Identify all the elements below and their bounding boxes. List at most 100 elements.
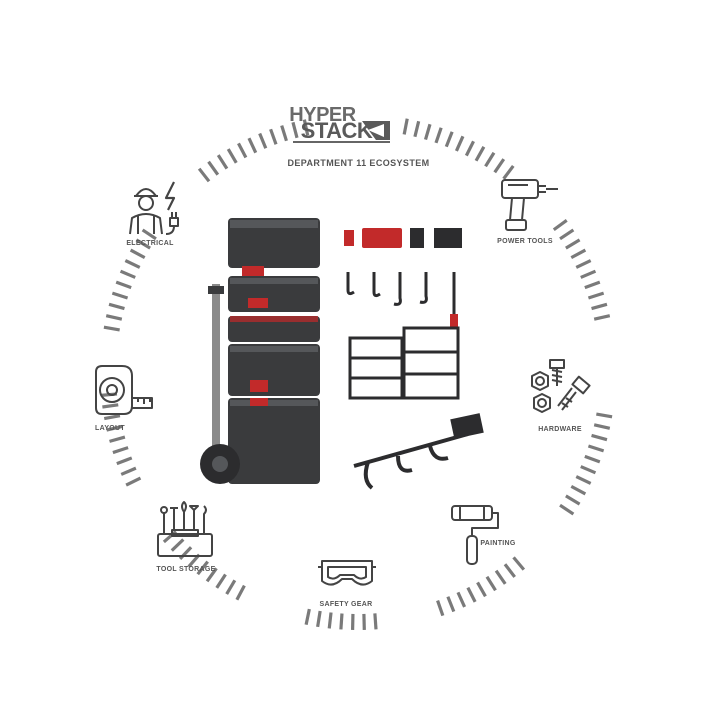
ring-dash: [456, 591, 467, 608]
ring-dash: [580, 269, 597, 279]
ring-dash: [216, 154, 229, 170]
ring-dash: [434, 127, 443, 144]
ring-dash: [304, 608, 311, 626]
ring-dash: [484, 151, 496, 168]
ring-dash: [587, 444, 605, 453]
ring-dash: [494, 569, 507, 585]
hardware-icon: [531, 359, 591, 413]
ring-dash: [119, 269, 136, 279]
ring-dash: [120, 466, 137, 476]
ring-dash: [575, 259, 592, 269]
ring-dash: [423, 123, 432, 141]
ring-dash: [103, 325, 120, 332]
ring-dash: [197, 167, 211, 183]
ring-dash: [485, 575, 497, 592]
box-4: [228, 344, 320, 396]
ring-dash: [316, 610, 322, 628]
ring-dash: [454, 135, 465, 152]
ring-dash: [503, 563, 516, 578]
ring-dash: [269, 128, 278, 145]
category-label-safety-gear: SAFETY GEAR: [319, 601, 373, 608]
ring-dash: [584, 280, 601, 290]
category-label-electrical: ELECTRICAL: [126, 240, 174, 247]
ring-dash: [116, 456, 133, 466]
ring-dash: [205, 567, 218, 583]
ring-dash: [402, 118, 409, 135]
ring-dash: [502, 164, 515, 180]
ring-dash: [575, 475, 592, 485]
ring-dash: [280, 125, 288, 142]
ring-dash: [565, 238, 581, 250]
ring-dash: [247, 137, 258, 154]
ring-dash: [570, 484, 587, 496]
category-label-power-tools: POWER TOOLS: [497, 238, 553, 245]
ring-dash: [170, 538, 185, 552]
category-label-painting: PAINTING: [480, 540, 516, 547]
logo-underline: [293, 141, 390, 143]
ring-dash: [115, 280, 132, 290]
ring-dash: [587, 291, 605, 300]
ring-dash: [552, 219, 568, 232]
ring-dash: [125, 476, 142, 487]
drill-icon: [501, 179, 558, 231]
ring-dash: [444, 131, 454, 148]
ring-dash: [584, 454, 601, 464]
ring-dash: [591, 302, 608, 311]
category-label-hardware: HARDWARE: [538, 426, 582, 433]
ring-dash: [464, 140, 475, 157]
rack-cart: [348, 326, 460, 400]
ring-dash: [129, 248, 146, 260]
ring-dash: [570, 248, 587, 260]
box-3: [228, 316, 320, 342]
ring-dash: [593, 314, 611, 321]
accessory-bin-small: [344, 230, 354, 246]
ring-dash: [591, 433, 608, 442]
ring-dash: [302, 119, 310, 136]
ring-dash: [413, 120, 421, 138]
toolbox-icon: [157, 501, 213, 557]
ring-dash: [339, 613, 344, 630]
ring-dash: [207, 160, 220, 176]
tape-measure-icon: [95, 365, 153, 415]
ring-dash: [196, 560, 209, 576]
paint-roller-icon: [451, 505, 499, 565]
ring-dash: [102, 403, 119, 409]
ring-dash: [474, 146, 486, 162]
ring-dash: [141, 228, 157, 241]
ring-dash: [226, 148, 238, 164]
ring-dash: [108, 302, 125, 311]
ring-dash: [565, 494, 581, 506]
ring-dash: [327, 612, 333, 629]
box-1: [228, 218, 320, 276]
ring-dash: [512, 556, 526, 571]
ring-dash: [109, 435, 126, 443]
ring-dash: [215, 573, 227, 589]
wall-rail: [353, 432, 469, 490]
category-label-layout: LAYOUT: [95, 425, 125, 432]
logo-stack-text: STACK: [300, 118, 373, 143]
accessory-panel-1: [410, 228, 424, 248]
trolley-handle: [212, 284, 220, 454]
logo-hyper-text: HYPER: [289, 104, 356, 126]
ring-dash: [373, 613, 378, 630]
ring-dash: [106, 424, 123, 432]
ring-dash: [446, 596, 456, 613]
ring-dash: [225, 579, 237, 595]
ring-dash: [580, 465, 597, 475]
ring-dash: [112, 446, 129, 455]
accessory-bin-red: [362, 228, 402, 248]
ring-dash: [559, 503, 575, 516]
accessory-panel-2: [434, 228, 462, 248]
logo-subtitle: DEPARTMENT 11 ECOSYSTEM: [287, 158, 430, 168]
ring-dash: [105, 314, 123, 321]
ring-dash: [593, 423, 611, 430]
ring-dash: [103, 414, 121, 421]
hooks-row: [346, 272, 456, 322]
ring-dash: [258, 132, 268, 149]
ring-dash: [476, 581, 487, 598]
ring-dash: [291, 121, 299, 139]
ring-dash: [235, 584, 246, 601]
ring-dash: [436, 600, 445, 617]
